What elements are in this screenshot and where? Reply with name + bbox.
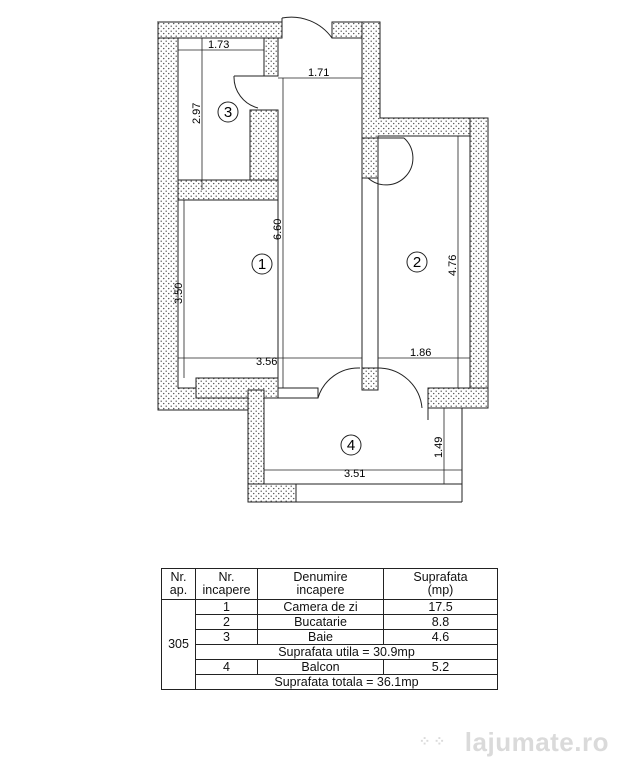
walls <box>157 20 489 503</box>
room-name-cell: Camera de zi <box>257 599 384 615</box>
kitchen-partition-top <box>361 137 379 179</box>
entrance-door <box>281 16 333 39</box>
table-row: 2 Bucatarie 8.8 <box>162 614 498 630</box>
room-nr-cell: 3 <box>195 629 258 645</box>
bathroom-door <box>233 75 264 109</box>
room-name-cell: Baie <box>257 629 384 645</box>
room-marker-labels: 1 2 3 4 <box>224 104 421 454</box>
kitchen-balcony-door <box>377 367 423 409</box>
usable-total-row: Suprafata utila = 30.9mp <box>162 644 498 660</box>
dim-balcon-depth: 1.49 <box>433 437 445 458</box>
watermark: ⁘⁘ lajumate.ro <box>419 727 609 758</box>
room-area-cell: 17.5 <box>383 599 498 615</box>
dim-baie-depth: 2.97 <box>191 103 203 124</box>
dimension-lines <box>178 38 470 484</box>
grand-total-cell: Suprafata totala = 36.1mp <box>195 674 498 690</box>
room-nr-cell: 2 <box>195 614 258 630</box>
watermark-text: lajumate.ro <box>464 727 609 757</box>
balcony-floor-wall <box>247 483 297 503</box>
dim-balcon-width: 3.51 <box>344 468 365 480</box>
table-row: 3 Baie 4.6 <box>162 629 498 645</box>
camera-balcony-door <box>317 367 361 399</box>
header-room-number: Nr.incapere <box>195 568 258 600</box>
header-area: Suprafata(mp) <box>383 568 498 600</box>
room-marker-1 <box>251 253 273 275</box>
kitchen-bottom-wall <box>427 387 489 409</box>
room-marker-3 <box>217 101 239 123</box>
room-name-cell: Bucatarie <box>257 614 384 630</box>
kitchen-door <box>367 137 414 186</box>
room-marker-2 <box>406 251 428 273</box>
dimension-labels: 1.73 1.71 2.97 6.60 3.50 3.56 4.76 1.86 … <box>173 39 459 480</box>
room-number-2: 2 <box>413 254 421 271</box>
room-area-cell: 8.8 <box>383 614 498 630</box>
room-area-cell: 5.2 <box>383 659 498 675</box>
room-markers <box>217 101 428 456</box>
east-wall <box>469 117 489 409</box>
east-hall-wall <box>361 21 489 139</box>
room-number-1: 1 <box>258 256 266 273</box>
dim-total-depth: 6.60 <box>272 219 284 240</box>
dim-camera-depth: 3.50 <box>173 283 185 304</box>
dim-hall-width: 1.71 <box>308 67 329 79</box>
bathroom-bottom-wall <box>177 179 279 201</box>
table-row: 4 Balcon 5.2 <box>162 659 498 675</box>
apartment-number: 305 <box>161 599 196 690</box>
dim-bucatarie-width: 1.86 <box>410 347 431 359</box>
room-number-4: 4 <box>347 437 355 454</box>
usable-total-cell: Suprafata utila = 30.9mp <box>195 644 498 660</box>
dim-baie-width: 1.73 <box>208 39 229 51</box>
bathroom-partition-right <box>263 37 279 77</box>
room-area-cell: 4.6 <box>383 629 498 645</box>
header-apartment: Nr.ap. <box>161 568 196 600</box>
north-wall-left <box>157 21 283 39</box>
doors <box>233 16 423 409</box>
camera-bottom-wall <box>195 377 279 399</box>
middle-stub-wall <box>361 367 379 391</box>
room-number-3: 3 <box>224 104 232 121</box>
room-nr-cell: 4 <box>195 659 258 675</box>
room-name-cell: Balcon <box>257 659 384 675</box>
room-marker-4 <box>340 434 362 456</box>
dim-camera-width: 3.56 <box>256 356 277 368</box>
dim-bucatarie-depth: 4.76 <box>447 255 459 276</box>
floor-plan: 1.73 1.71 2.97 6.60 3.50 3.56 4.76 1.86 … <box>157 16 489 503</box>
partitions <box>277 178 463 503</box>
table-row: 305 1 Camera de zi 17.5 <box>161 599 498 690</box>
watermark-logo-icon: ⁘⁘ <box>418 733 449 749</box>
grand-total-row: Suprafata totala = 36.1mp <box>162 674 498 690</box>
room-nr-cell: 1 <box>195 599 258 615</box>
